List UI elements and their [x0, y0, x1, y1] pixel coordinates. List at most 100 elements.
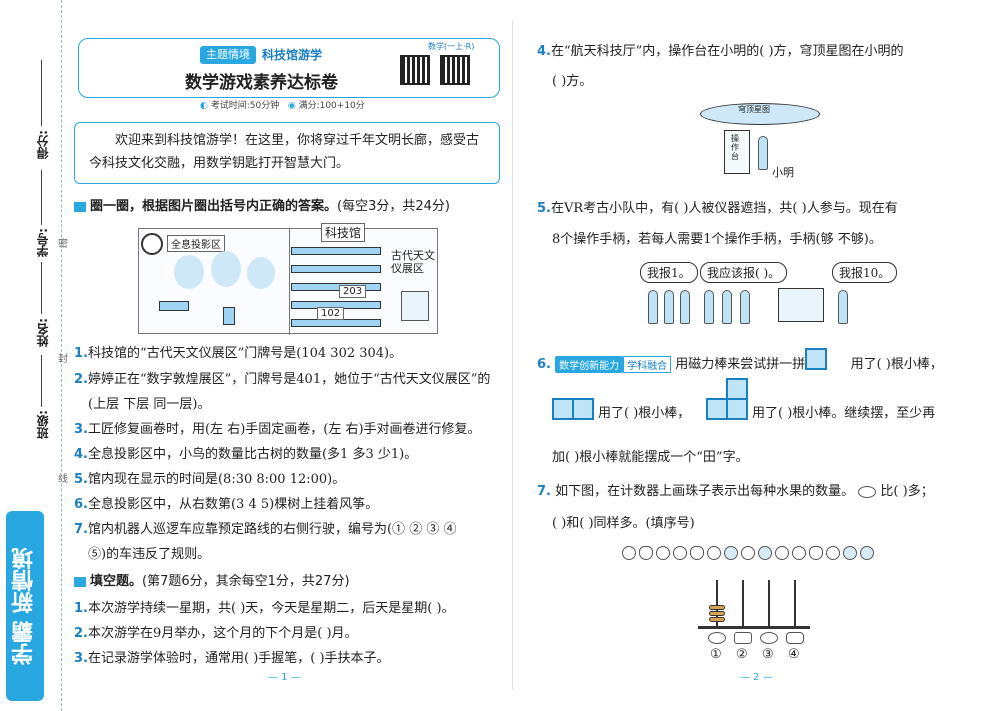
cut-mark-2: 封: [58, 354, 68, 365]
vr-device-icon: [778, 288, 824, 322]
page-divider: [512, 20, 513, 690]
q5-line2: 8个操作手柄，若每人需要1个操作手柄，手柄(够 不够)。: [552, 232, 882, 247]
full-score: 满分:100+10分: [298, 101, 365, 111]
stick-square-2a: [552, 398, 574, 420]
grape-icon: [860, 546, 874, 560]
s2-q3: 3.在记录游学体验时，通常用( )手握笔，( )手扶本子。: [74, 651, 390, 666]
abacus-bead: [709, 617, 725, 622]
door-102: 102: [317, 307, 345, 320]
person-icon: [704, 290, 714, 324]
building-floor: [291, 247, 381, 255]
exam-time: 考试时间:50分钟: [210, 101, 280, 111]
name-line: [41, 262, 42, 314]
theme-tag: 主题情境: [200, 46, 256, 64]
grape-icon: [758, 546, 772, 560]
person-icon: [722, 290, 732, 324]
section-mark-icon: [74, 576, 86, 587]
orange-icon: [673, 546, 687, 560]
stick-square-3b: [726, 398, 748, 420]
robot-car-icon: [159, 301, 189, 311]
cut-mark-3: 线: [58, 474, 68, 485]
section1-note: (每空3分，共24分): [337, 199, 450, 214]
q6-line2b: 用了( )根小棒。继续摆，至少再: [752, 406, 936, 421]
q6-line3: 加( )根小棒就能摆成一个“田”字。: [552, 450, 749, 465]
section-mark-icon: [74, 201, 86, 212]
page1-footer: — 1 —: [268, 672, 301, 683]
cut-mark-1: 密: [58, 239, 68, 250]
abacus-base: [698, 626, 810, 629]
peach-icon: [775, 546, 789, 560]
building-floor: [291, 265, 381, 273]
q6-line2a: 用了( )根小棒，: [598, 406, 691, 421]
xiaoming-label: 小明: [772, 166, 794, 179]
speech-bubble-1: 我报1。: [640, 262, 698, 283]
exam-info: ◐ 考试时间:50分钟 ◉ 满分:100+10分: [200, 98, 365, 111]
building-floor: [291, 319, 381, 327]
id-label: 学号:: [36, 228, 50, 257]
tree-icon: [174, 255, 204, 289]
speech-bubble-2: 我应该报( )。: [700, 262, 788, 283]
s1-q1: 1.科技馆的“古代天文仪展区”门牌号是(104 302 304)。: [74, 346, 403, 361]
pear-icon: [809, 546, 823, 560]
qr-code-icon: [440, 55, 470, 85]
intro-box: 欢迎来到科技馆游学！在这里，你将穿过千年文明长廊，感受古今科技文化交融，用数学钥…: [74, 122, 500, 184]
person-icon: [758, 136, 768, 170]
s1-q5: 5.馆内现在显示的时间是(8:30 8:00 12:00)。: [74, 472, 346, 487]
console-icon: [724, 130, 750, 174]
person-icon: [680, 290, 690, 324]
orange-icon: [792, 546, 806, 560]
id-line: [41, 170, 42, 225]
grape-icon: [843, 546, 857, 560]
abacus-rod: [742, 580, 744, 626]
projection-area-label: 全息投影区: [167, 235, 225, 252]
header-box: [78, 38, 500, 98]
person-icon: [664, 290, 674, 324]
peach-icon: [708, 632, 726, 644]
page-title: 数学游戏素养达标卷: [185, 73, 338, 93]
orange-icon: [741, 546, 755, 560]
orange-icon: [760, 632, 778, 644]
section2-note: (第7题6分，其余每空1分，共27分): [142, 574, 350, 589]
s2-q2: 2.本次游学在9月举办，这个月的下个月是( )月。: [74, 626, 358, 641]
person-icon: [648, 290, 658, 324]
dome-label: 穹顶星图: [738, 105, 770, 114]
theme-title: 科技馆游学: [262, 48, 323, 62]
subject-label: 数学(一上·R): [428, 42, 475, 51]
tree-icon: [247, 257, 275, 289]
label-4: ④: [788, 647, 800, 662]
s1-q6: 6.全息投影区中，从右数第(3 4 5)棵树上挂着风筝。: [74, 497, 379, 512]
grape-icon: [724, 546, 738, 560]
abacus-bead: [709, 605, 725, 610]
abacus-bead: [709, 611, 725, 616]
divider: [289, 229, 290, 335]
class-line: [41, 355, 42, 407]
museum-label: 科技馆: [321, 223, 366, 242]
intro-text: 欢迎来到科技馆游学！在这里，你将穿过千年文明长廊，感受古今科技文化交融，用数学钥…: [89, 133, 480, 171]
pear-icon: [690, 546, 704, 560]
page2-footer: — 2 —: [740, 672, 773, 683]
binding-strip: 得分: 学号: 姓名: 班级: 密 封 线 学霸 新情境: [0, 0, 68, 711]
tree-icon: [211, 251, 241, 287]
q4-line1: 4.在“航天科技厅”内，操作台在小明的( )方，穹顶星图在小明的: [537, 44, 904, 59]
pear-icon: [734, 632, 752, 644]
ancient-area-label: 古代天文仪展区: [391, 249, 435, 275]
door-203: 203: [339, 285, 367, 298]
class-label: 班级:: [36, 410, 50, 439]
q7-line2: ( )和( )同样多。(填序号): [552, 516, 695, 531]
score-line: [41, 60, 42, 126]
s1-q2-cont: (上层 下层 同一层)。: [88, 397, 211, 412]
section2-heading: 填空题。(第7题6分，其余每空1分，共27分): [74, 570, 350, 589]
section2-title: 填空题。: [90, 574, 143, 589]
clock-icon: ◐: [200, 101, 208, 111]
stick-square-2b: [572, 398, 594, 420]
abacus-rod: [716, 580, 718, 626]
badge-interdisciplinary: 学科融合: [623, 356, 672, 373]
badge-innovation: 数学创新能力: [555, 356, 624, 373]
stick-square-1: [805, 348, 827, 370]
abacus-rod: [768, 580, 770, 626]
speech-bubble-3: 我报10。: [832, 262, 898, 283]
label-2: ②: [736, 647, 748, 662]
robot-car-icon: [223, 307, 235, 325]
section1-heading: 圈一圈，根据图片圈出括号内正确的答案。(每空3分，共24分): [74, 195, 450, 214]
abacus-rod: [794, 580, 796, 626]
